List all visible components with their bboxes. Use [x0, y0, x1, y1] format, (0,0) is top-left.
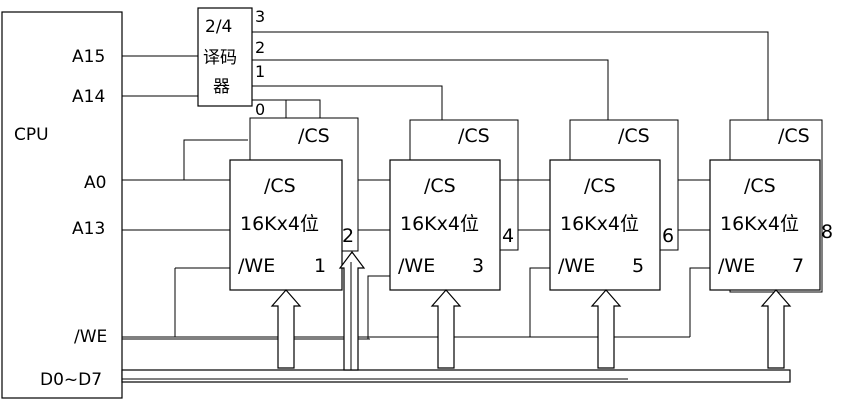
we-tap-7 [689, 267, 710, 337]
chip-3-cs: /CS [424, 175, 456, 197]
chip-3-size: 16Kx4位 [400, 213, 479, 235]
chip-8-num: 8 [821, 221, 833, 243]
bus-arrow-7 [760, 289, 792, 369]
bus-arrow-2 [338, 251, 366, 371]
bus-arrow-3 [430, 289, 462, 369]
decoder-out-3: 3 [255, 7, 265, 26]
cpu-label: CPU [14, 125, 49, 145]
decoder-out-0: 0 [255, 100, 265, 119]
chip-5 [549, 159, 661, 291]
pin-data-label: D0~D7 [40, 370, 102, 390]
chip-1-cs: /CS [264, 175, 296, 197]
data-bus [121, 369, 791, 383]
chip-2-cs: /CS [298, 125, 330, 147]
chip-5-size: 16Kx4位 [560, 213, 639, 235]
pin-we-label: /WE [74, 327, 107, 347]
chip-3-we: /WE [398, 255, 435, 277]
chip-1-num: 1 [314, 255, 326, 277]
chip-6-num: 6 [662, 225, 674, 247]
chip-4-cs: /CS [458, 125, 490, 147]
we-tap-5 [529, 267, 550, 337]
chip-5-num: 5 [632, 255, 644, 277]
bus-arrow-5 [590, 289, 622, 369]
decoder-line-3: 器 [213, 77, 230, 97]
decoder-block [197, 7, 253, 107]
chip-6-cs: /CS [618, 125, 650, 147]
pin-a15-label: A15 [72, 47, 105, 67]
chip-5-cs: /CS [584, 175, 616, 197]
chip-8-cs: /CS [778, 125, 810, 147]
chip-7-we: /WE [718, 255, 755, 277]
decoder-line-2: 译码 [203, 48, 237, 68]
dec-out-2-wire [252, 59, 609, 120]
pin-a13-label: A13 [72, 219, 105, 239]
pin-a0-label: A0 [84, 173, 106, 193]
decoder-out-2: 2 [255, 38, 265, 57]
chip-1-we: /WE [238, 255, 275, 277]
chip-1 [229, 159, 343, 291]
chip-7 [709, 159, 821, 291]
dec-out-0-wire [252, 99, 321, 120]
dec-out-1-wire [252, 85, 443, 120]
pin-a14-label: A14 [72, 87, 105, 107]
decoder-out-1: 1 [255, 62, 265, 81]
chip-5-we: /WE [558, 255, 595, 277]
chip-3-num: 3 [472, 255, 484, 277]
chip-3 [389, 159, 501, 291]
chip-7-size: 16Kx4位 [720, 213, 799, 235]
chip-2-num: 2 [342, 225, 354, 247]
chip-1-size: 16Kx4位 [240, 213, 319, 235]
decoder-line-1: 2/4 [205, 17, 232, 37]
dec-out-3-wire [252, 31, 769, 120]
bus-arrow-1 [270, 289, 302, 369]
chip-7-cs: /CS [744, 175, 776, 197]
a0-branch-wire [122, 139, 248, 181]
chip-4-num: 4 [502, 225, 514, 247]
cpu-block [1, 11, 123, 399]
chip-7-num: 7 [792, 255, 804, 277]
we-tap-3 [367, 275, 390, 339]
